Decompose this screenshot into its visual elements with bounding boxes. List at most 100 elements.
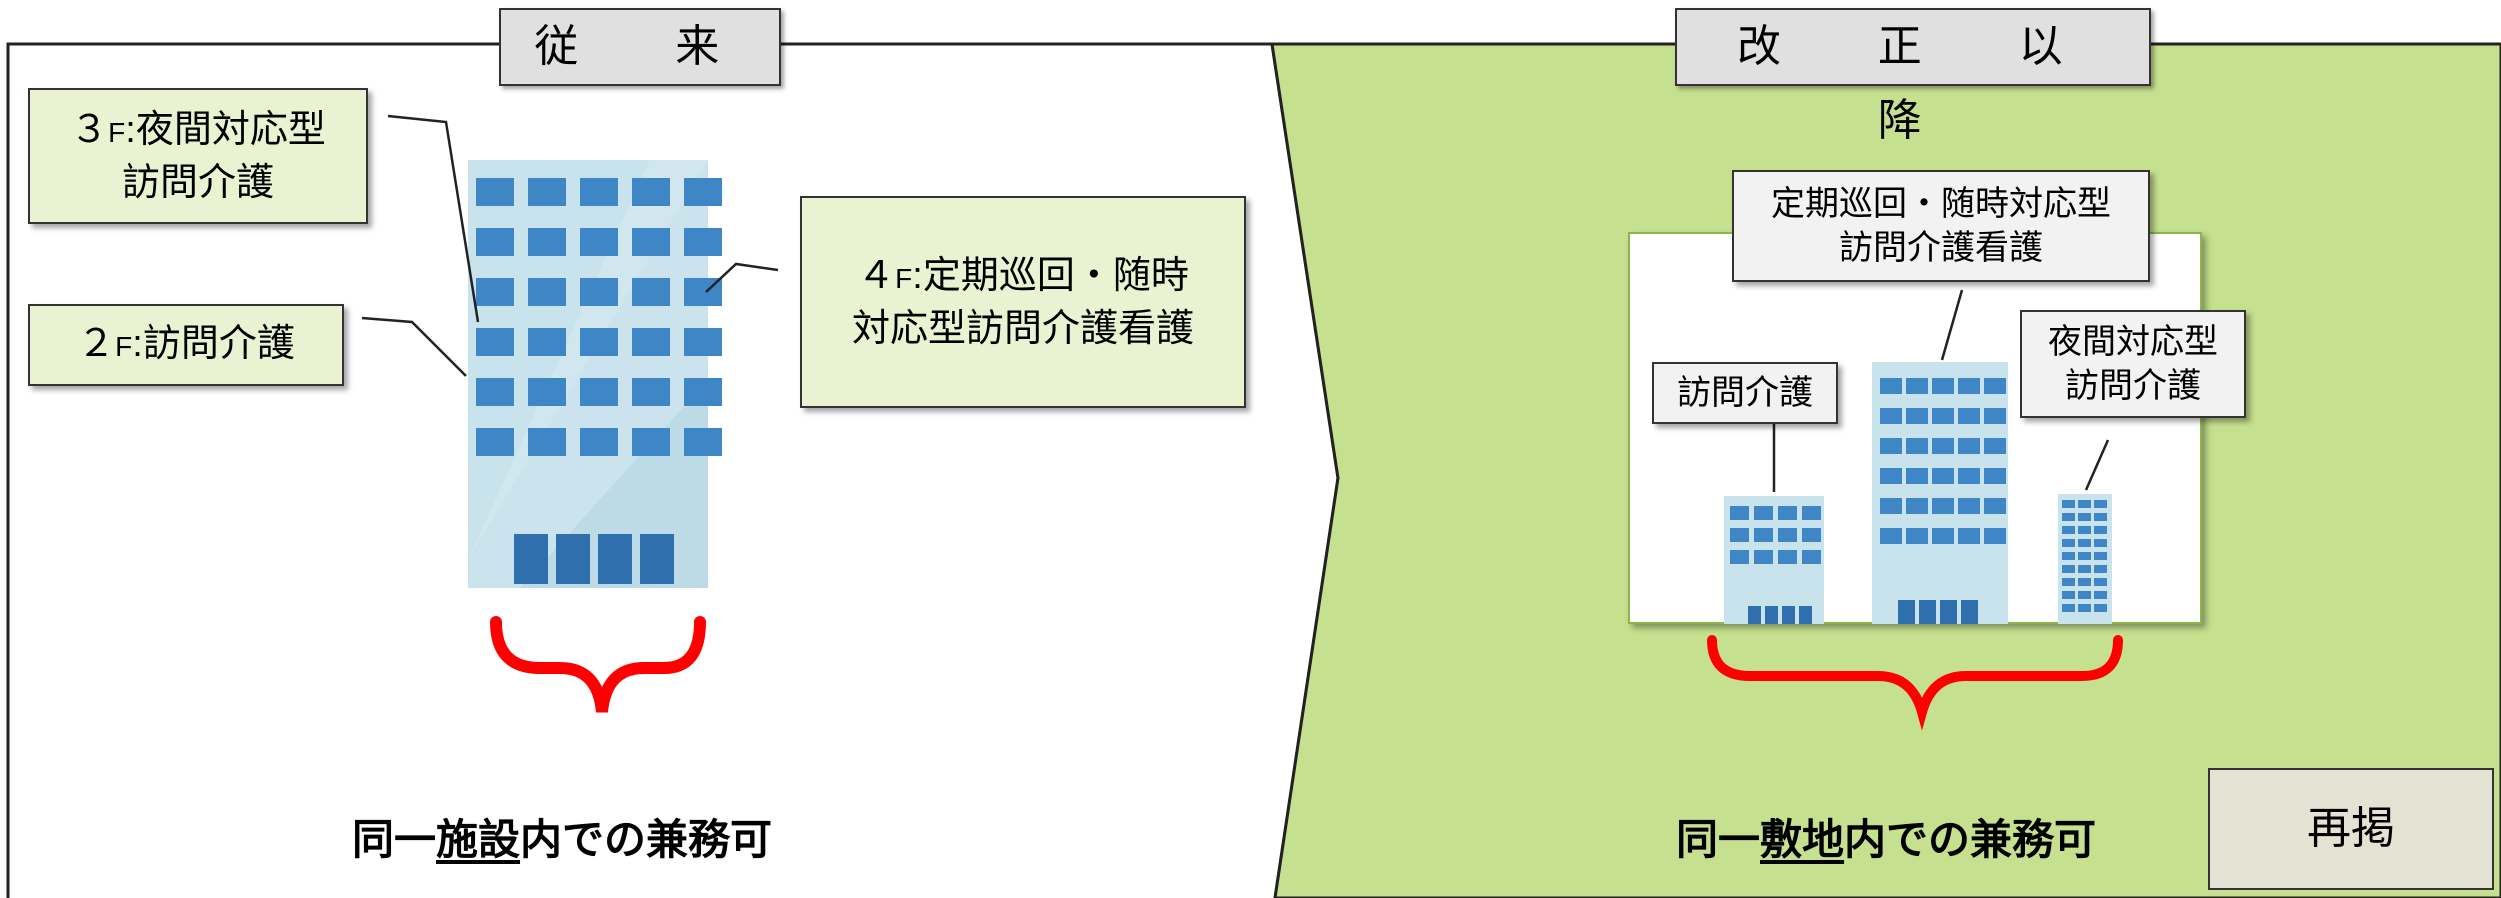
window (2062, 591, 2075, 599)
door (598, 534, 632, 584)
leader-line-center (1940, 289, 1964, 361)
window (2062, 500, 2075, 508)
window (1754, 550, 1773, 564)
window (1958, 438, 1980, 454)
label-home-visit-care: 訪問介護 (1652, 362, 1838, 424)
window (580, 278, 618, 306)
window (528, 378, 566, 406)
window (1778, 550, 1797, 564)
narrow-building-windows (2062, 500, 2107, 612)
window (1958, 528, 1980, 544)
window (632, 178, 670, 206)
door (514, 534, 548, 584)
window (1778, 506, 1797, 520)
window (1932, 498, 1954, 514)
window (2078, 604, 2091, 612)
window (476, 428, 514, 456)
small-building-doors (1748, 606, 1812, 624)
window (684, 178, 722, 206)
right-caption: 同一敷地内での兼務可 (1676, 816, 2097, 863)
window (2062, 526, 2075, 534)
window (684, 428, 722, 456)
left-caption: 同一施設内での兼務可 (352, 816, 773, 863)
window (1906, 498, 1928, 514)
window (528, 328, 566, 356)
window (1984, 468, 2006, 484)
window (580, 178, 618, 206)
window (632, 278, 670, 306)
window (528, 228, 566, 256)
tall-building-windows (1880, 378, 2006, 544)
leader-line-4f (705, 262, 779, 293)
window (2094, 513, 2107, 521)
window (1730, 528, 1749, 542)
window (1932, 438, 1954, 454)
label-regular-patrol-care: 定期巡回・随時対応型訪問介護看護 (1732, 170, 2150, 282)
door (640, 534, 674, 584)
tall-building (1872, 362, 2008, 624)
window (476, 378, 514, 406)
window (476, 278, 514, 306)
right-brace (1707, 635, 2123, 731)
window (528, 278, 566, 306)
window (684, 228, 722, 256)
window (1906, 468, 1928, 484)
window (2078, 552, 2091, 560)
window (1958, 378, 1980, 394)
window (1958, 408, 1980, 424)
window (632, 228, 670, 256)
window (1778, 528, 1797, 542)
window (1932, 528, 1954, 544)
window (2094, 591, 2107, 599)
callout-3f-night-visit-care: ３F:夜間対応型 訪問介護 (28, 88, 368, 224)
left-brace (490, 616, 706, 713)
window (2078, 591, 2091, 599)
door (1748, 606, 1761, 624)
window (580, 428, 618, 456)
building-reflection (468, 160, 708, 588)
window (1880, 498, 1902, 514)
window (1880, 468, 1902, 484)
window (2078, 500, 2091, 508)
building-doors (514, 534, 674, 584)
window (1906, 408, 1928, 424)
window (1880, 378, 1902, 394)
header-tab-after-revision: 改 正 以 降 (1675, 8, 2151, 145)
window (1730, 506, 1749, 520)
door (1961, 600, 1978, 624)
window (580, 378, 618, 406)
window (2094, 539, 2107, 547)
window (1880, 528, 1902, 544)
window (1932, 468, 1954, 484)
leader-line-2f (361, 316, 467, 377)
tall-building-doors (1898, 600, 1978, 624)
window (1932, 408, 1954, 424)
header-tab-conventional: 従 来 (499, 8, 781, 86)
repost-label: 再掲 (2208, 768, 2494, 890)
window (2078, 539, 2091, 547)
window (476, 178, 514, 206)
window (2078, 565, 2091, 573)
window (1984, 408, 2006, 424)
window (2062, 552, 2075, 560)
leader-line-right (2084, 439, 2110, 491)
window (632, 428, 670, 456)
window (1906, 528, 1928, 544)
window (2094, 565, 2107, 573)
window (684, 328, 722, 356)
window (2094, 526, 2107, 534)
window (1906, 378, 1928, 394)
window (2094, 500, 2107, 508)
window (2094, 578, 2107, 586)
window (1730, 550, 1749, 564)
window (2078, 578, 2091, 586)
leader-line-3f (387, 114, 480, 323)
window (1906, 438, 1928, 454)
building-windows (476, 178, 722, 456)
window (1984, 378, 2006, 394)
window (2062, 578, 2075, 586)
window (1802, 550, 1821, 564)
window (2094, 604, 2107, 612)
window (632, 378, 670, 406)
